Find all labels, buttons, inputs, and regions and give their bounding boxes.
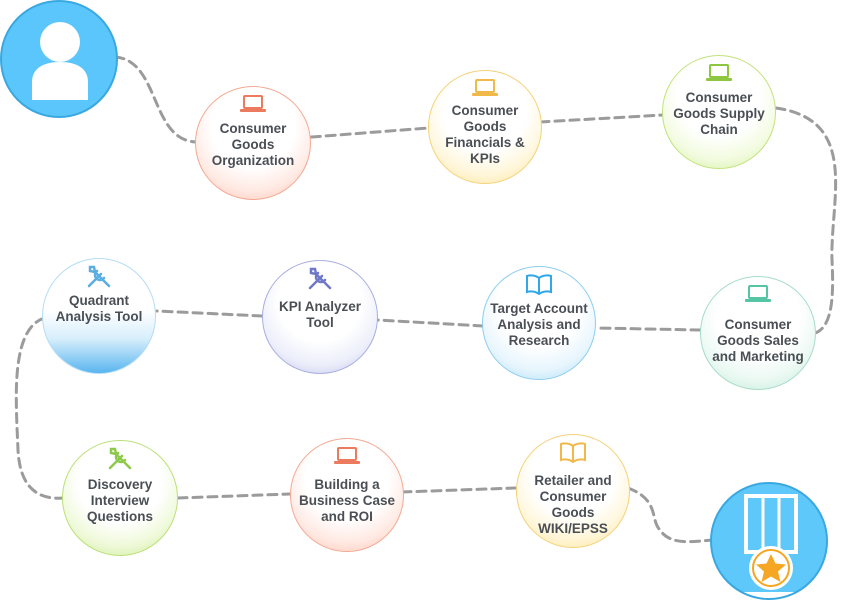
laptop-icon [238,93,268,115]
step-label: Retailer and Consumer Goods WIKI/EPSS [534,473,612,536]
step-consumer-goods-supply-chain[interactable]: Consumer Goods Supply Chain [662,55,776,169]
step-target-account-analysis[interactable]: Target Account Analysis and Research [482,266,596,380]
step-label: Discovery Interview Questions [86,477,153,524]
step-label: Target Account Analysis and Research [490,301,588,348]
step-consumer-goods-sales-marketing[interactable]: Consumer Goods Sales and Marketing [700,276,816,390]
laptop-icon [470,77,500,99]
step-label: Consumer Goods Sales and Marketing [712,317,804,364]
step-discovery-interview-questions[interactable]: Discovery Interview Questions [62,440,178,556]
step-label: Building a Business Case and ROI [298,477,396,524]
step-label: Quadrant Analysis Tool [55,293,143,324]
book-icon [525,273,553,295]
user-avatar [0,0,118,118]
step-retailer-consumer-goods-wiki[interactable]: Retailer and Consumer Goods WIKI/EPSS [516,434,630,548]
step-label: Consumer Goods Supply Chain [673,90,765,137]
user-avatar-icon [32,22,88,100]
completion-medal [710,482,828,600]
step-quadrant-analysis-tool[interactable]: Quadrant Analysis Tool [42,258,156,374]
step-consumer-goods-organization[interactable]: Consumer Goods Organization [195,86,311,200]
step-kpi-analyzer-tool[interactable]: KPI Analyzer Tool [262,260,378,374]
laptop-icon [332,445,362,467]
medal-star-icon [740,494,802,598]
book-icon [559,441,587,463]
step-building-business-case-roi[interactable]: Building a Business Case and ROI [290,438,404,552]
step-label: Consumer Goods Organization [211,121,295,168]
laptop-icon [704,62,734,84]
tools-icon [86,265,112,288]
laptop-icon [743,283,773,305]
step-label: KPI Analyzer Tool [278,299,362,330]
step-label: Consumer Goods Financials & KPIs [445,103,525,166]
tools-icon [107,447,133,470]
tools-icon [307,267,333,290]
step-consumer-goods-financials-kpis[interactable]: Consumer Goods Financials & KPIs [428,70,542,184]
